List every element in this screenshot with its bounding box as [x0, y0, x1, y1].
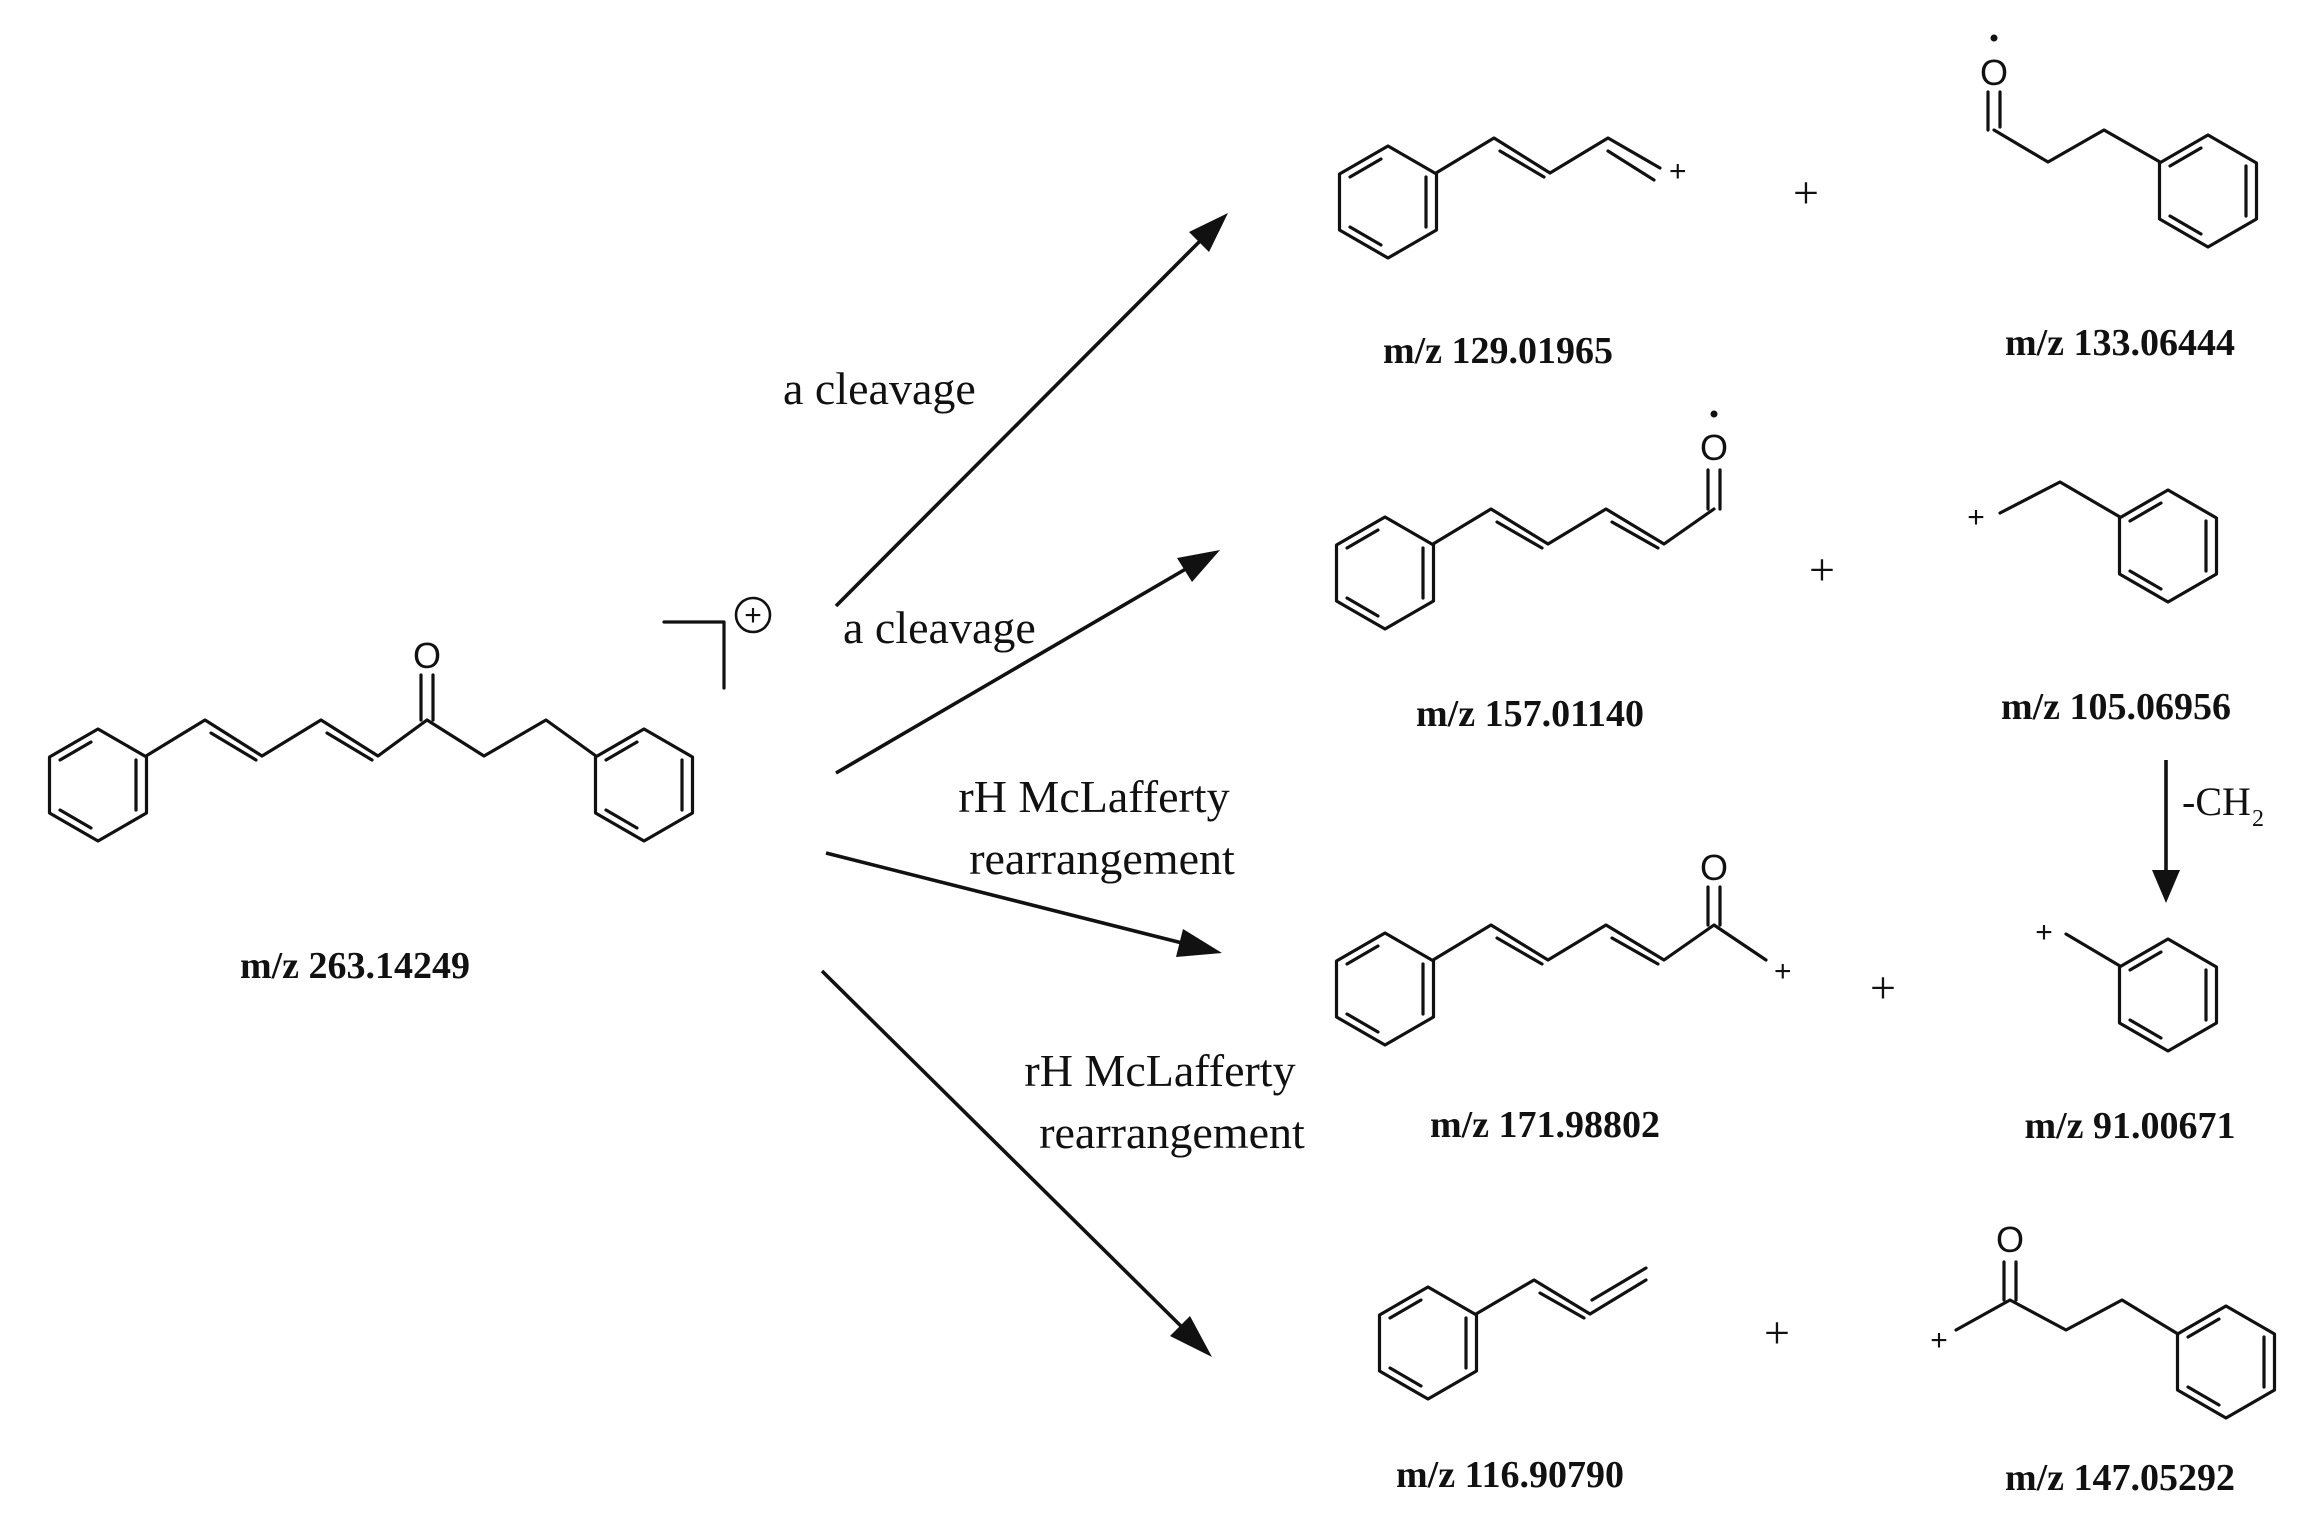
product-m147: + O m/z 147.05292: [1930, 1219, 2277, 1499]
m116-double-bond-2: [1590, 1266, 1648, 1302]
precursor-molecule: O + m/z 263.14249: [47, 596, 772, 987]
m91-benzene-ring: [2117, 937, 2219, 1053]
m129-mz-label: m/z 129.01965: [1383, 330, 1613, 372]
label-mclafferty-1-line2: rearrangement: [969, 833, 1235, 884]
ch2-loss-subscript: 2: [2252, 806, 2264, 832]
arrow-mclafferty-2: [820, 969, 1194, 1339]
label-a-cleavage-2: a cleavage: [843, 602, 1036, 653]
m147-benzene-ring: [2175, 1304, 2277, 1420]
m171-chain: [1431, 923, 1768, 962]
m105-chain: [1998, 480, 2122, 519]
precursor-double-bond-2: [325, 731, 374, 762]
m147-oxygen-atom: O: [1996, 1219, 2024, 1260]
m116-mz-label: m/z 116.90790: [1396, 1454, 1624, 1496]
precursor-dienone-chain: [144, 718, 598, 758]
precursor-double-bond-1: [209, 731, 258, 762]
row3-plus-sign: +: [1870, 962, 1896, 1013]
label-mclafferty-2-line1: rH McLafferty: [1024, 1045, 1295, 1096]
m133-chain: [1992, 128, 2162, 164]
arrow-mclafferty-1-head: [1176, 929, 1222, 957]
m129-double-bond-2: [1606, 149, 1656, 182]
m171-benzene-ring: [1334, 931, 1436, 1047]
pathway-labels: a cleavage a cleavage rH McLafferty rear…: [783, 363, 1305, 1158]
m147-chain: [1954, 1298, 2180, 1336]
precursor-charge-sign: +: [744, 599, 762, 632]
product-m116: m/z 116.90790: [1377, 1266, 1648, 1496]
m129-chain: [1434, 136, 1662, 175]
m171-oxygen-atom: O: [1700, 847, 1728, 888]
label-mclafferty-1-line1: rH McLafferty: [958, 771, 1229, 822]
m105-benzene-ring: [2117, 488, 2219, 604]
m147-charge: +: [1930, 1324, 1948, 1357]
m133-benzene-ring: [2157, 133, 2259, 249]
m157-chain: [1431, 507, 1716, 546]
product-m157: O m/z 157.01140: [1334, 410, 1728, 735]
m105-mz-label: m/z 105.06956: [2001, 686, 2231, 728]
arrow-a-cleavage-1: [834, 231, 1210, 608]
m91-charge: +: [2035, 916, 2053, 949]
m157-oxygen-atom: O: [1700, 427, 1728, 468]
m157-benzene-ring: [1334, 515, 1436, 631]
m171-charge: +: [1774, 955, 1792, 988]
arrow-mclafferty-2-head: [1170, 1316, 1212, 1357]
m157-double-bond-2: [1610, 520, 1660, 550]
row2-plus-sign: +: [1809, 544, 1835, 595]
arrow-a-cleavage-2-head: [1177, 550, 1220, 582]
m147-mz-label: m/z 147.05292: [2005, 1457, 2235, 1499]
m116-chain: [1474, 1278, 1648, 1316]
precursor-right-benzene-ring: [593, 727, 695, 843]
m129-double-bond-1: [1498, 149, 1546, 179]
m133-mz-label: m/z 133.06444: [2005, 322, 2235, 364]
m171-double-bond-1: [1495, 936, 1544, 966]
precursor-charge-circle: [734, 596, 772, 634]
arrow-mclafferty-1: [825, 851, 1199, 949]
m105-charge: +: [1967, 501, 1985, 534]
m129-benzene-ring: [1337, 144, 1439, 260]
m116-double-bond-1: [1538, 1291, 1586, 1320]
m171-mz-label: m/z 171.98802: [1430, 1104, 1660, 1146]
m133-oxygen-atom: O: [1980, 52, 2008, 93]
precursor-oxygen-atom: O: [413, 635, 441, 676]
label-mclafferty-2-line2: rearrangement: [1039, 1107, 1305, 1158]
m157-double-bond-1: [1495, 520, 1544, 550]
product-m171: O + m/z 171.98802: [1334, 847, 1792, 1146]
arrow-a-cleavage-2: [835, 561, 1197, 775]
precursor-radical-bracket: [662, 620, 726, 690]
m157-mz-label: m/z 157.01140: [1416, 693, 1644, 735]
m91-mz-label: m/z 91.00671: [2024, 1105, 2235, 1147]
m157-radical-dot: [1710, 410, 1718, 418]
row1-plus-sign: +: [1793, 167, 1819, 218]
m133-radical-dot: [1990, 34, 1998, 42]
precursor-mz-label: m/z 263.14249: [240, 945, 470, 987]
m171-double-bond-2: [1610, 936, 1660, 966]
ch2-loss-prefix: -CH: [2182, 779, 2251, 824]
product-m105: + m/z 105.06956: [1967, 480, 2231, 728]
product-m129: + m/z 129.01965: [1337, 136, 1687, 372]
product-m91: + m/z 91.00671: [2024, 916, 2235, 1147]
pathway-arrows: [820, 213, 2180, 1357]
label-a-cleavage-1: a cleavage: [783, 363, 976, 414]
m91-bond: [2064, 932, 2122, 968]
product-m133: O m/z 133.06444: [1980, 34, 2259, 364]
arrow-ch2-loss-head: [2152, 870, 2180, 903]
ch2-loss-label: -CH 2: [2182, 779, 2264, 832]
m116-benzene-ring: [1377, 1285, 1479, 1401]
m129-charge: +: [1669, 155, 1687, 188]
precursor-left-benzene-ring: [47, 727, 149, 843]
arrow-a-cleavage-1-head: [1189, 213, 1228, 252]
row4-plus-sign: +: [1764, 1307, 1790, 1358]
